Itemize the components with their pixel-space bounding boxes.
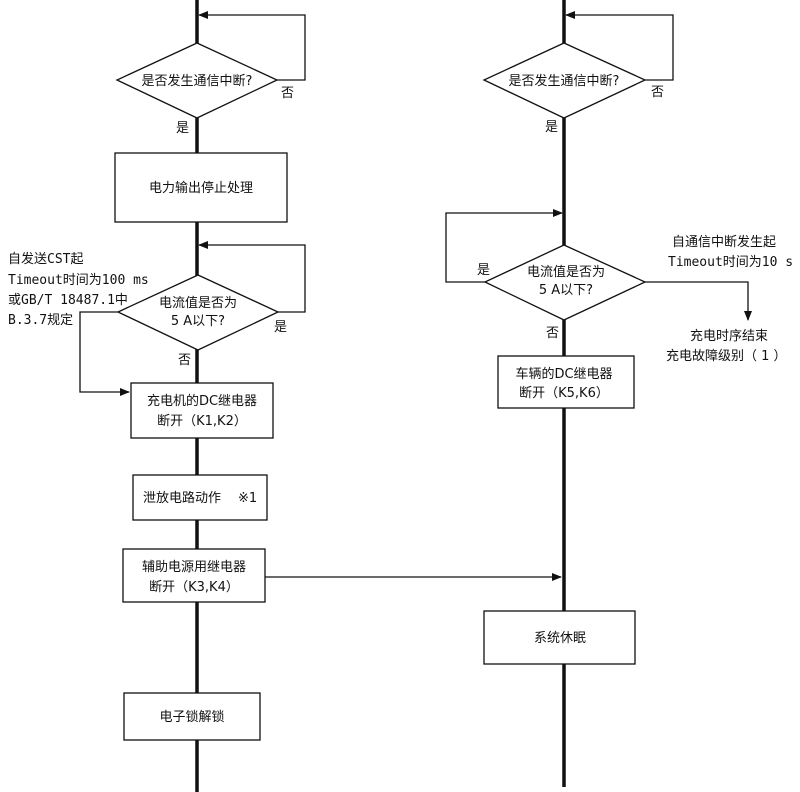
left-timeout-note-4: B.3.7规定 <box>8 313 73 328</box>
right-end-note-1: 充电时序结束 <box>690 328 768 344</box>
right-comm-decision-text: 是否发生通信中断? <box>509 73 620 89</box>
stop-output-text: 电力输出停止处理 <box>149 180 253 196</box>
left-comm-decision-text: 是否发生通信中断? <box>142 73 253 89</box>
stop-output-box <box>114 152 288 223</box>
charger-relay-box <box>130 382 274 439</box>
aux-relay-box <box>122 548 266 603</box>
aux-relay-text-1: 辅助电源用继电器 <box>142 560 246 575</box>
right-comm-loop-arrow <box>565 11 674 81</box>
unlock-box <box>123 692 261 741</box>
vehicle-relay-text-2: 断开（K5,K6） <box>519 386 609 401</box>
unlock-text: 电子锁解锁 <box>159 709 224 725</box>
system-sleep-text: 系统休眠 <box>534 631 586 646</box>
left-current-decision <box>116 274 280 351</box>
left-timeout-note-1: 自发送CST起 <box>8 251 83 267</box>
right-current-text-2: 5 A以下? <box>539 283 593 298</box>
charger-relay-text-2: 断开（K1,K2） <box>157 414 247 429</box>
left-current-no-label: 否 <box>178 353 191 368</box>
left-current-yes-label: 是 <box>274 320 287 335</box>
right-timeout-branch-arrow <box>645 281 752 321</box>
charger-relay-text-1: 充电机的DC继电器 <box>147 393 257 409</box>
left-timeout-branch-arrow <box>79 311 130 396</box>
right-current-loop-arrow <box>445 209 563 283</box>
discharge-text: 泄放电路动作 <box>143 490 221 506</box>
vehicle-relay-text-1: 车辆的DC继电器 <box>515 366 612 382</box>
left-comm-yes-label: 是 <box>176 121 189 136</box>
right-current-text-1: 电流值是否为 <box>527 264 605 280</box>
right-comm-no-label: 否 <box>651 85 664 100</box>
right-comm-yes-label: 是 <box>545 120 558 135</box>
discharge-box <box>132 474 268 521</box>
left-comm-decision <box>115 42 279 119</box>
right-end-note-2: 充电故障级别（ 1 ） <box>666 348 787 364</box>
right-current-decision <box>483 244 647 321</box>
vehicle-relay-box <box>497 355 635 409</box>
right-comm-decision <box>482 42 647 119</box>
left-current-loop-arrow <box>198 241 306 313</box>
left-current-text-1: 电流值是否为 <box>159 295 237 311</box>
left-comm-no-label: 否 <box>281 86 294 101</box>
right-timeout-note-1: 自通信中断发生起 <box>672 234 776 250</box>
right-timeout-note-2: Timeout时间为10 s <box>668 255 793 270</box>
discharge-note: ※1 <box>238 491 257 506</box>
system-sleep-box <box>483 610 636 665</box>
left-current-text-2: 5 A以下? <box>171 314 225 329</box>
left-timeout-note-2: Timeout时间为100 ms <box>8 273 149 288</box>
left-comm-loop-arrow <box>198 11 306 81</box>
right-current-yes-label: 是 <box>477 263 490 278</box>
left-timeout-note-3: 或GB/T 18487.1中 <box>8 293 128 308</box>
right-current-no-label: 否 <box>546 326 559 341</box>
aux-relay-text-2: 断开（K3,K4） <box>149 580 239 595</box>
